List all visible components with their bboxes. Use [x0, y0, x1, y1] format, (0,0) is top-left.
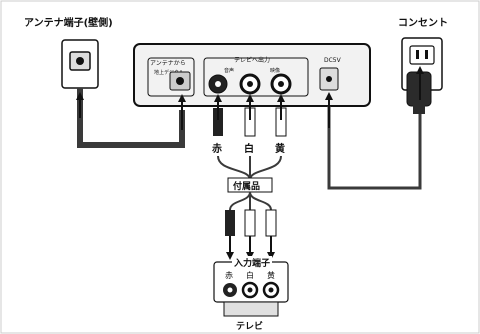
- rca-plug-icon: [225, 209, 277, 237]
- accessory-label: 付属品: [233, 180, 260, 192]
- device-antenna-port: [169, 71, 191, 91]
- device-tv-out-label: テレビへ出力: [234, 56, 270, 64]
- device-rca-ports: [208, 73, 292, 95]
- tv-red-label: 赤: [225, 271, 233, 280]
- yellow-label: 黄: [275, 142, 285, 155]
- device-dc-port: [319, 67, 339, 91]
- tv-body: [223, 301, 279, 317]
- tv-white-label: 白: [246, 270, 254, 280]
- input-terminal-label: 入力端子: [233, 257, 270, 269]
- rca-cable-lower: [229, 191, 272, 211]
- red-label: 赤: [212, 142, 222, 155]
- device-antenna-in-sub-label: 地上デジタル: [154, 69, 184, 76]
- tv-label: テレビ: [236, 320, 263, 332]
- antenna-outlet-label: アンテナ端子(壁側): [24, 16, 113, 29]
- power-cable: [327, 106, 422, 190]
- device-dc-label: DC5V: [324, 57, 342, 64]
- power-socket-icon: [409, 45, 435, 65]
- input-terminal-label-bg: [232, 256, 272, 268]
- device-audio-label: 音声: [224, 67, 234, 74]
- power-outlet-label: コンセント: [398, 17, 448, 29]
- antenna-wall-outlet: [61, 39, 99, 89]
- device-antenna-in-label: アンテナから: [150, 60, 186, 67]
- white-label: 白: [244, 142, 254, 155]
- device-video-label: 映像: [270, 67, 280, 74]
- rca-cable-upper: [217, 155, 282, 181]
- tv-rca-jacks: [223, 281, 280, 299]
- tv-yellow-label: 黄: [267, 270, 275, 280]
